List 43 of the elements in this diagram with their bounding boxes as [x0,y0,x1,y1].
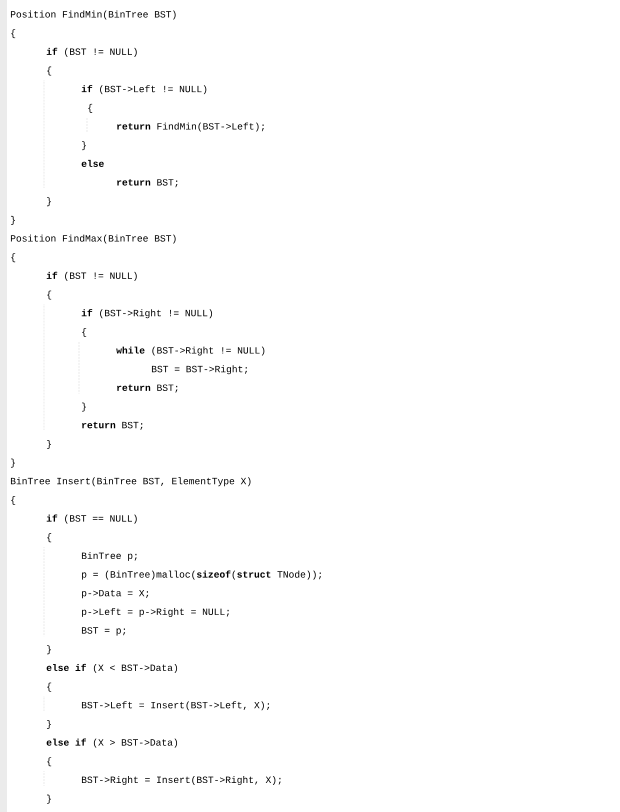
code-line: } [46,720,51,729]
code-line: { [11,253,16,262]
code-line: if (BST == NULL) [46,514,137,524]
code-line: } [82,141,86,150]
code-line: while (BST->Right != NULL) [116,346,264,356]
code-line: { [47,290,52,300]
code-line: { [47,66,52,76]
code-line: BST = p; [82,627,126,636]
code-line: { [47,757,52,766]
code-line: return BST; [117,384,178,393]
code-line: else if (X > BST->Data) [46,738,178,748]
code-line: else if (X < BST->Data) [46,664,178,673]
code-line: BinTree Insert(BinTree BST, ElementType X) [10,477,250,486]
code-line: p = (BinTree)malloc(sizeof(struct TNode)); [82,570,322,580]
code-line: { [11,29,16,38]
code-line: } [46,794,51,804]
code-line: BST = BST->Right; [152,365,248,374]
code-line: } [82,402,86,412]
code-line: return BST; [117,179,178,188]
code-line: { [47,533,52,542]
code-line: Position FindMax(BinTree BST) [10,234,176,244]
code-line: BinTree p; [82,552,137,561]
code-line: { [82,328,86,337]
code-line: BST->Left = Insert(BST->Left, X); [82,701,270,710]
code-line: } [46,440,51,449]
code-line: if (BST->Left != NULL) [82,85,206,94]
code-line: return FindMin(BST->Left); [117,122,264,132]
code-line: p->Data = X; [82,590,148,598]
code-line: { [88,104,92,113]
code-line: Position FindMin(BinTree BST) [10,10,176,20]
code-line: } [46,197,51,206]
code-line: } [10,216,15,225]
code-line: return BST; [82,422,142,430]
code-line: { [11,496,16,505]
code-line: } [46,645,51,654]
code-line: } [10,458,15,468]
code-line: else [82,160,104,167]
code-line: if (BST != NULL) [46,272,137,281]
code-line: if (BST != NULL) [46,48,137,57]
code-line: if (BST->Right != NULL) [82,309,212,318]
code-line: p->Left = p->Right = NULL; [82,608,229,617]
code-line: BST->Right = Insert(BST->Right, X); [82,776,281,785]
code-line: { [47,682,52,692]
